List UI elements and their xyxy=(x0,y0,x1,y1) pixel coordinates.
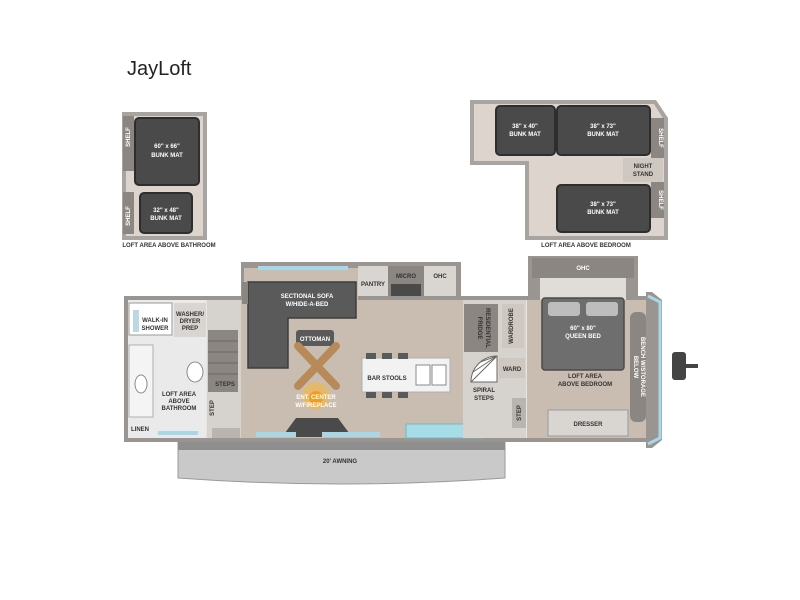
dryer-label: DRYER xyxy=(180,319,201,325)
bench-label-2: BELOW xyxy=(632,356,638,379)
shelf-top-bed xyxy=(651,118,664,158)
dresser xyxy=(547,409,629,437)
bed-bunk1-label: BUNK MAT xyxy=(509,132,541,138)
sink-basin-1 xyxy=(415,364,431,386)
dresser-label: DRESSER xyxy=(573,422,603,428)
ohc-bed-label: OHC xyxy=(576,266,590,272)
loft-bed-label-2: ABOVE BEDROOM xyxy=(558,382,612,388)
shelf-top-label: SHELF xyxy=(126,127,132,147)
ward-cabinet xyxy=(499,358,525,378)
pillow-right xyxy=(586,302,618,316)
linen-label: LINEN xyxy=(131,427,149,433)
bed-bunk2-label: BUNK MAT xyxy=(587,132,619,138)
fridge-label-1: RESIDENTIAL xyxy=(484,308,490,348)
wardrobe xyxy=(502,304,524,348)
ent-center-label-2: W/FIREPLACE xyxy=(295,403,336,409)
ohc-kitchen-label: OHC xyxy=(433,274,447,280)
ottoman-label: OTTOMAN xyxy=(300,337,330,343)
bed-shelf-bottom-label: SHELF xyxy=(657,190,663,210)
bed-bunk2-size: 38" x 73" xyxy=(590,124,616,130)
overhead-cabinet-bedroom xyxy=(532,258,634,278)
walk-in-label: WALK-IN xyxy=(142,318,168,324)
loft-bed-caption: LOFT AREA ABOVE BEDROOM xyxy=(541,243,631,249)
front-window xyxy=(647,294,662,446)
loft-bath-label-2: ABOVE xyxy=(168,399,189,405)
awning-label: 20' AWNING xyxy=(323,459,358,465)
residential-fridge xyxy=(464,304,498,352)
pantry xyxy=(358,266,388,296)
bed-bunk1-size: 38" x 40" xyxy=(512,124,538,130)
sink-basin-2 xyxy=(431,364,447,386)
step-left-label: STEP xyxy=(210,400,216,416)
washer-label: WASHER/ xyxy=(176,312,204,318)
awning xyxy=(177,441,506,485)
night-stand xyxy=(623,158,663,182)
bunk1-size: 60" x 66" xyxy=(154,144,180,150)
sofa-label-1: SECTIONAL SOFA xyxy=(281,294,334,300)
shower-label: SHOWER xyxy=(142,326,170,332)
bunk-mat-60x66 xyxy=(134,117,200,186)
steps-label: STEPS xyxy=(215,382,235,388)
pillow-left xyxy=(548,302,580,316)
bed-bunk3-label: BUNK MAT xyxy=(587,210,619,216)
loft-bath-label-1: LOFT AREA xyxy=(162,392,197,398)
loft-bath-label-3: BATHROOM xyxy=(162,406,197,412)
loft-above-bathroom: SHELF SHELF 60" x 66" BUNK MAT 32" x 48"… xyxy=(122,112,216,249)
step-right xyxy=(512,398,526,428)
shelf-top xyxy=(123,116,134,171)
loft-above-bedroom: 38" x 40" BUNK MAT 38" x 73" BUNK MAT 38… xyxy=(460,100,668,249)
bed-bunk3-size: 38" x 73" xyxy=(590,202,616,208)
main-floor-plan: 20' AWNING WALK-IN SHOWER WASHER/ DRYER … xyxy=(124,256,698,485)
loft-bath-caption: LOFT AREA ABOVE BATHROOM xyxy=(122,243,215,249)
sectional-sofa xyxy=(247,281,357,369)
hitch-coupler xyxy=(686,364,698,368)
wardrobe-label: WARDROBE xyxy=(509,308,515,344)
bed-shelf-top-label: SHELF xyxy=(657,128,663,148)
range xyxy=(391,284,421,296)
bar-stools-label: BAR STOOLS xyxy=(367,376,406,382)
spiral-label-1: SPIRAL xyxy=(473,388,495,394)
overhead-cabinet-kitchen xyxy=(424,266,456,296)
step-right-label: STEP xyxy=(517,405,523,421)
sofa-label-2: W/HIDE-A-BED xyxy=(286,302,329,308)
floorplan-title: JayLoft xyxy=(127,58,192,80)
bunk-mat-38x73-bottom xyxy=(556,184,651,233)
toilet xyxy=(186,361,204,383)
night-label: NIGHT xyxy=(634,164,653,170)
bed-size-label: 60" x 80" xyxy=(570,326,596,332)
micro-label: MICRO xyxy=(396,274,416,280)
ward-label: WARD xyxy=(503,367,522,373)
ottoman xyxy=(296,330,334,346)
bunk-mat-38x73-top xyxy=(556,105,651,156)
bed-label: QUEEN BED xyxy=(565,334,601,340)
prep-label: PREP xyxy=(182,326,198,332)
bench-label-1: BENCH W/STORAGE xyxy=(639,337,645,397)
bunk2-label: BUNK MAT xyxy=(150,216,182,222)
bunk-mat-32x48 xyxy=(139,192,193,234)
washer-dryer xyxy=(174,303,206,337)
hitch-jack xyxy=(672,352,686,380)
bunk-mat-38x40 xyxy=(495,105,556,156)
sink xyxy=(134,374,148,394)
loft-bed-label-1: LOFT AREA xyxy=(568,374,603,380)
stairs-left xyxy=(208,330,238,392)
lounge-chair-b xyxy=(294,342,340,390)
shelf-bottom xyxy=(123,192,134,234)
ent-center-label-1: ENT. CENTER xyxy=(296,395,336,401)
pantry-label: PANTRY xyxy=(361,282,385,288)
shelf-bottom-bed xyxy=(651,182,664,218)
stand-label: STAND xyxy=(633,172,654,178)
spiral-label-2: STEPS xyxy=(474,396,494,402)
shelf-bottom-label: SHELF xyxy=(126,206,132,226)
bunk1-label: BUNK MAT xyxy=(151,153,183,159)
fridge-label-2: FRIDGE xyxy=(476,317,482,340)
bench-with-storage xyxy=(630,312,646,422)
bunk2-size: 32" x 48" xyxy=(153,208,179,214)
